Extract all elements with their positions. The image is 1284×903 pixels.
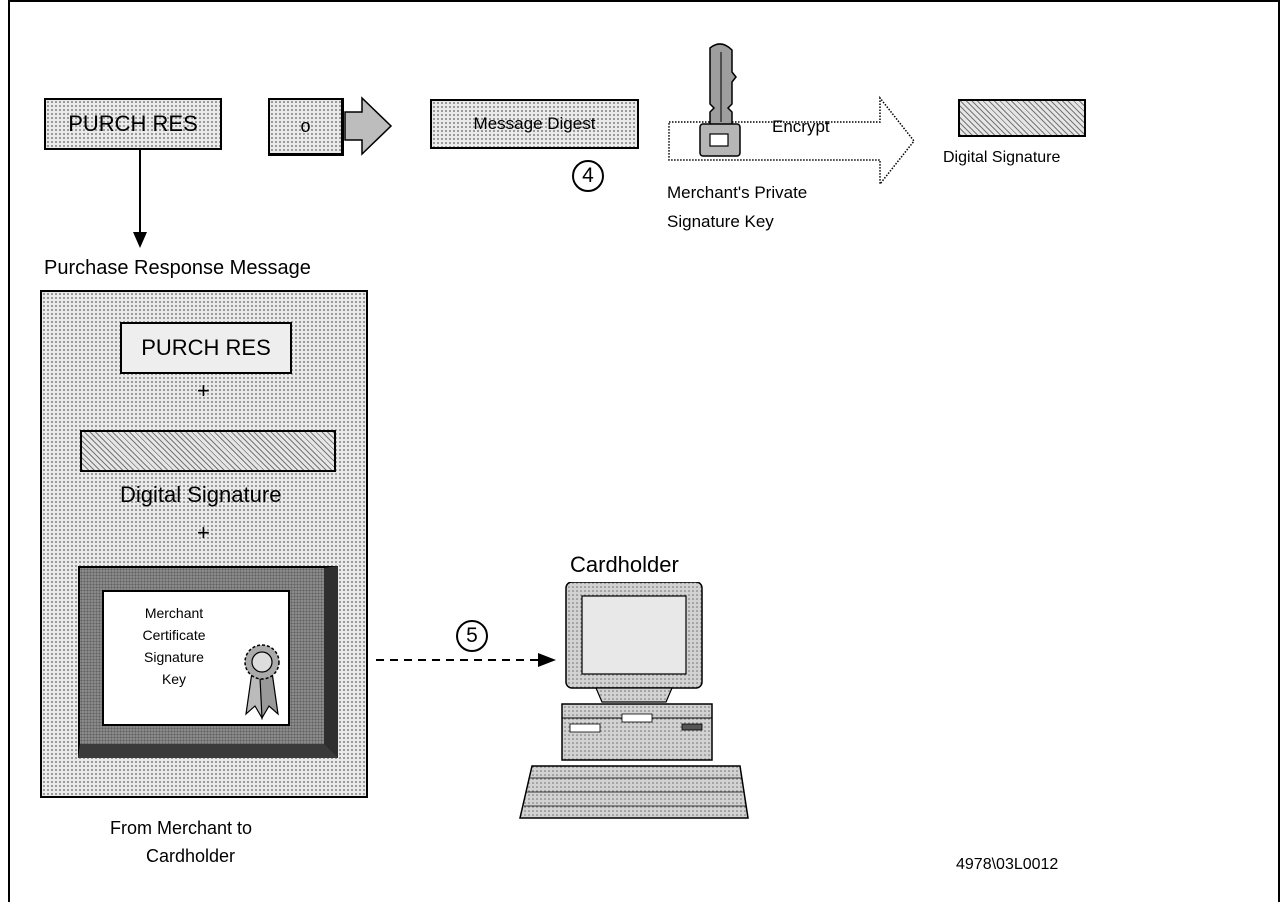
plus-sign-2: + (197, 520, 210, 545)
certificate-text: Merchant Certificate Signature Key (114, 602, 234, 690)
seal-ribbon-icon (244, 644, 280, 721)
panel-digital-signature-label: Digital Signature (120, 482, 282, 507)
panel-digital-signature-box (80, 430, 336, 472)
step-5-number: 5 (466, 624, 478, 647)
step-4-number: 4 (582, 164, 594, 187)
step-4-marker: 4 (572, 160, 604, 192)
certificate-line-2: Certificate (142, 627, 206, 643)
private-key-caption-line2: Signature Key (667, 212, 774, 231)
panel-caption-line1: From Merchant to (110, 818, 253, 838)
purch-res-label: PURCH RES (68, 111, 198, 136)
transfer-dashed-arrow (376, 653, 556, 667)
encrypt-arrow (668, 96, 915, 187)
hash-function-box: o (268, 98, 344, 156)
certificate-line-1: Merchant (144, 605, 204, 621)
digital-signature-label-top: Digital Signature (943, 149, 1061, 166)
hash-output-arrow (344, 96, 393, 156)
encrypt-label: Encrypt (772, 117, 830, 136)
certificate-line-4: Key (161, 671, 187, 687)
private-key-caption-line1: Merchant's Private (667, 183, 808, 202)
plus-sign-1: + (197, 378, 210, 403)
computer-icon (519, 582, 749, 819)
step-5-marker: 5 (456, 620, 488, 652)
purchase-response-panel: PURCH RES + Digital Signature + Merchant… (40, 290, 368, 798)
hash-symbol: o (300, 116, 311, 136)
cardholder-label: Cardholder (570, 552, 679, 577)
certificate-inner-bevel: Merchant Certificate Signature Key (80, 568, 324, 744)
key-icon (699, 43, 741, 157)
message-digest-label: Message Digest (473, 114, 596, 133)
down-arrow (133, 150, 147, 248)
figure-frame (8, 0, 1280, 902)
certificate-line-3: Signature (144, 649, 204, 665)
message-digest-box: Message Digest (430, 99, 639, 149)
panel-caption-line2: Cardholder (146, 846, 236, 866)
panel-title: Purchase Response Message (44, 257, 311, 279)
purch-res-box: PURCH RES (44, 98, 222, 150)
certificate-document: Merchant Certificate Signature Key (102, 590, 290, 726)
figure-id: 4978\03L0012 (956, 856, 1059, 873)
digital-signature-box-top (958, 99, 1086, 137)
panel-purch-res-box: PURCH RES (120, 322, 292, 374)
certificate-frame: Merchant Certificate Signature Key (78, 566, 338, 758)
panel-purch-res-label: PURCH RES (141, 335, 271, 360)
